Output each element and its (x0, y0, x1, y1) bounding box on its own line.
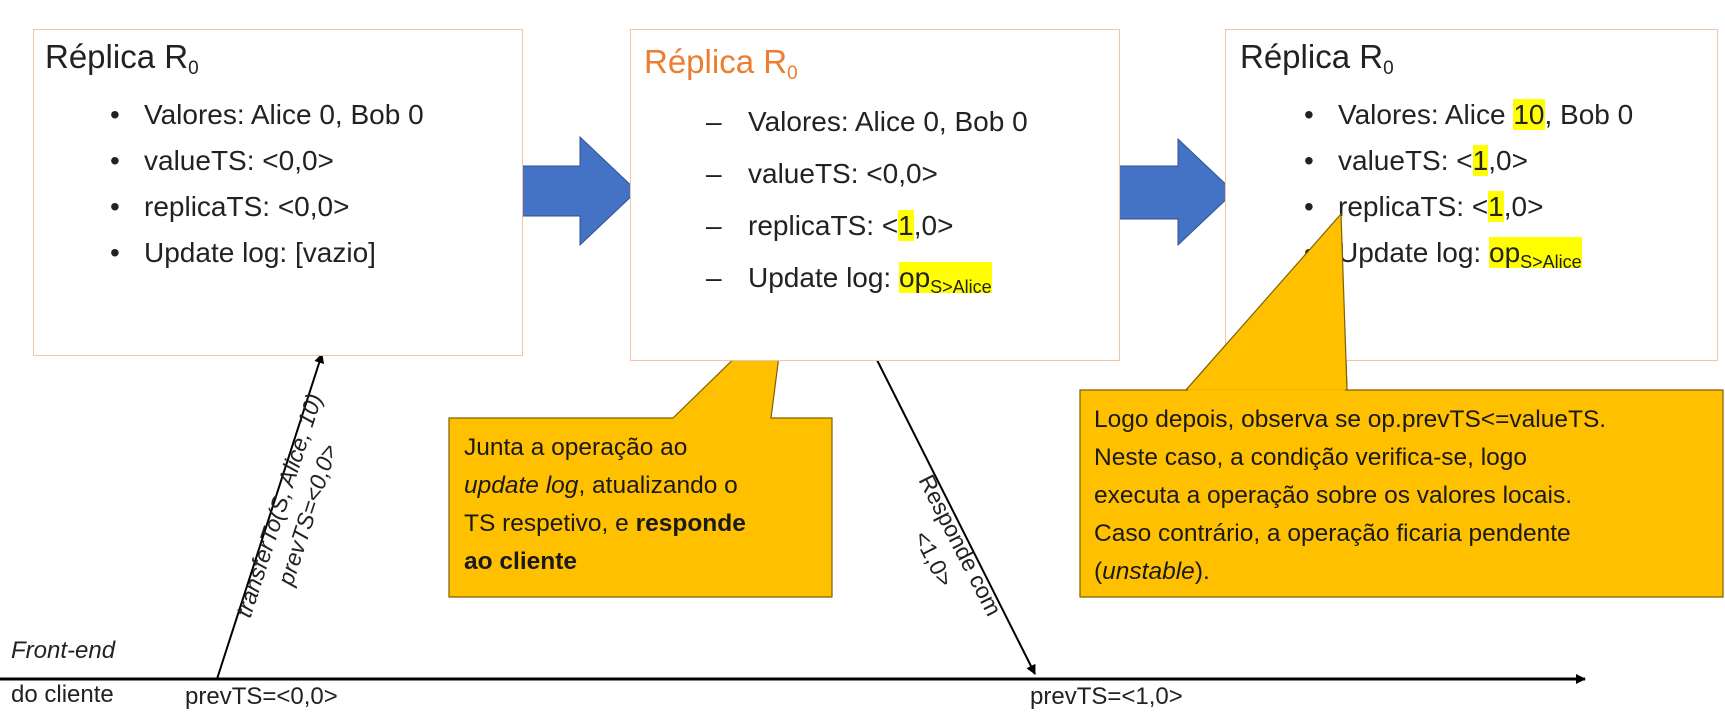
replica-state-list: –Valores: Alice 0, Bob 0 –valueTS: <0,0>… (706, 96, 1028, 304)
callout-line: Caso contrário, a operação ficaria pende… (1094, 520, 1571, 547)
callout-right-text: Logo depois, observa se op.prevTS<=value… (1094, 401, 1606, 591)
replica-title: Réplica R0 (644, 43, 798, 85)
values-text: Valores: Alice (1338, 99, 1514, 130)
replica-title: Réplica R0 (1240, 38, 1394, 80)
values-suffix: , Bob 0 (1544, 99, 1634, 130)
update-log-text: Update log: [vazio] (144, 237, 376, 268)
replica-box-after-apply: Réplica R0 •Valores: Alice 10, Bob 0 •va… (1225, 29, 1718, 361)
callout-line: update log, atualizando o (464, 467, 746, 505)
callout-text: TS respetivo, e (464, 510, 636, 537)
timeline-label-text: do cliente (11, 681, 114, 708)
callout-line: (unstable). (1094, 553, 1606, 591)
callout-line: executa a operação sobre os valores loca… (1094, 482, 1573, 509)
callout-bold: responde (635, 510, 746, 537)
replica-title: Réplica R0 (45, 38, 199, 80)
operation-name: op (899, 262, 931, 293)
request-arrow (216, 353, 324, 680)
callout-middle-shape (448, 307, 833, 598)
callout-line: TS respetivo, e responde (464, 505, 746, 543)
replica-state-list: •Valores: Alice 10, Bob 0 •valueTS: <1,0… (1304, 92, 1634, 276)
highlighted-value: 10 (1513, 99, 1545, 130)
callout-line: Logo depois, observa se op.prevTS<=value… (1094, 406, 1607, 433)
response-arrow (876, 359, 1036, 675)
callout-text: , atualizando o (578, 472, 738, 499)
list-item: •valueTS: <0,0> (110, 145, 334, 176)
timeline-label: do cliente (11, 681, 114, 709)
replica-ts-text: replicaTS: <0,0> (144, 191, 350, 222)
value-ts-text: valueTS: <0,0> (144, 145, 334, 176)
highlighted-operation: opS>Alice (1489, 237, 1582, 272)
values-text: Valores: Alice 0, Bob 0 (144, 99, 424, 130)
list-item: •Update log: opS>Alice (1304, 237, 1582, 272)
callout-text: ( (1094, 558, 1103, 585)
replica-title-text: Réplica R (644, 43, 788, 80)
operation-name: op (1489, 237, 1521, 268)
update-log-text: Update log: (1338, 237, 1489, 268)
prevts-start-text: prevTS=<0,0> (185, 683, 338, 710)
replica-ts-suffix: ,0> (1503, 191, 1544, 222)
prevts-end: prevTS=<1,0> (1030, 683, 1183, 711)
replica-title-text: Réplica R (45, 38, 189, 75)
highlighted-value: 1 (898, 210, 914, 241)
transition-arrow-1 (521, 135, 638, 247)
transition-arrow-2 (1117, 137, 1235, 247)
update-log-text: Update log: (748, 262, 899, 293)
callout-middle-text: Junta a operação ao update log, atualiza… (464, 429, 746, 581)
list-item: •valueTS: <1,0> (1304, 145, 1528, 176)
callout-bold: ao cliente (464, 548, 578, 575)
callout-italic: update log (464, 472, 579, 499)
highlighted-value: 1 (1472, 145, 1489, 176)
replica-ts-text: replicaTS: < (1338, 191, 1489, 222)
list-item: •Valores: Alice 10, Bob 0 (1304, 99, 1634, 130)
replica-title-sub: 0 (787, 63, 798, 84)
replica-title-sub: 0 (1383, 58, 1394, 79)
callout-line: Neste caso, a condição verifica-se, logo (1094, 444, 1528, 471)
values-text: Valores: Alice 0, Bob 0 (748, 106, 1028, 137)
value-ts-text: valueTS: < (1338, 145, 1473, 176)
prevts-end-text: prevTS=<1,0> (1030, 683, 1183, 710)
replica-title-text: Réplica R (1240, 38, 1384, 75)
list-item: –Valores: Alice 0, Bob 0 (706, 106, 1028, 137)
operation-sub: S>Alice (1520, 252, 1582, 272)
replica-ts-text: replicaTS: < (748, 210, 899, 241)
value-ts-suffix: ,0> (1488, 145, 1528, 176)
list-item: –replicaTS: <1,0> (706, 210, 954, 241)
list-item: •Update log: [vazio] (110, 237, 376, 268)
operation-sub: S>Alice (930, 277, 992, 297)
list-item: –Update log: opS>Alice (706, 262, 992, 297)
callout-italic: unstable (1102, 558, 1195, 585)
callout-line: Junta a operação ao (464, 434, 688, 461)
list-item: •replicaTS: <0,0> (110, 191, 350, 222)
callout-text: ). (1194, 558, 1210, 585)
value-ts-text: valueTS: <0,0> (748, 158, 938, 189)
replica-title-sub: 0 (188, 58, 199, 79)
replica-ts-suffix: ,0> (913, 210, 954, 241)
list-item: •Valores: Alice 0, Bob 0 (110, 99, 424, 130)
list-item: –valueTS: <0,0> (706, 158, 938, 189)
timeline-label-text: Front-end (11, 637, 116, 664)
callout-line: ao cliente (464, 543, 746, 581)
replica-state-list: •Valores: Alice 0, Bob 0 •valueTS: <0,0>… (110, 92, 424, 276)
timeline-label-italic: Front-end (11, 637, 115, 665)
replica-box-initial: Réplica R0 •Valores: Alice 0, Bob 0 •val… (33, 29, 523, 356)
list-item: •replicaTS: <1,0> (1304, 191, 1544, 222)
prevts-start: prevTS=<0,0> (185, 683, 338, 711)
highlighted-value: 1 (1488, 191, 1504, 222)
replica-box-after-update: Réplica R0 –Valores: Alice 0, Bob 0 –val… (630, 29, 1120, 361)
highlighted-operation: opS>Alice (899, 262, 992, 297)
